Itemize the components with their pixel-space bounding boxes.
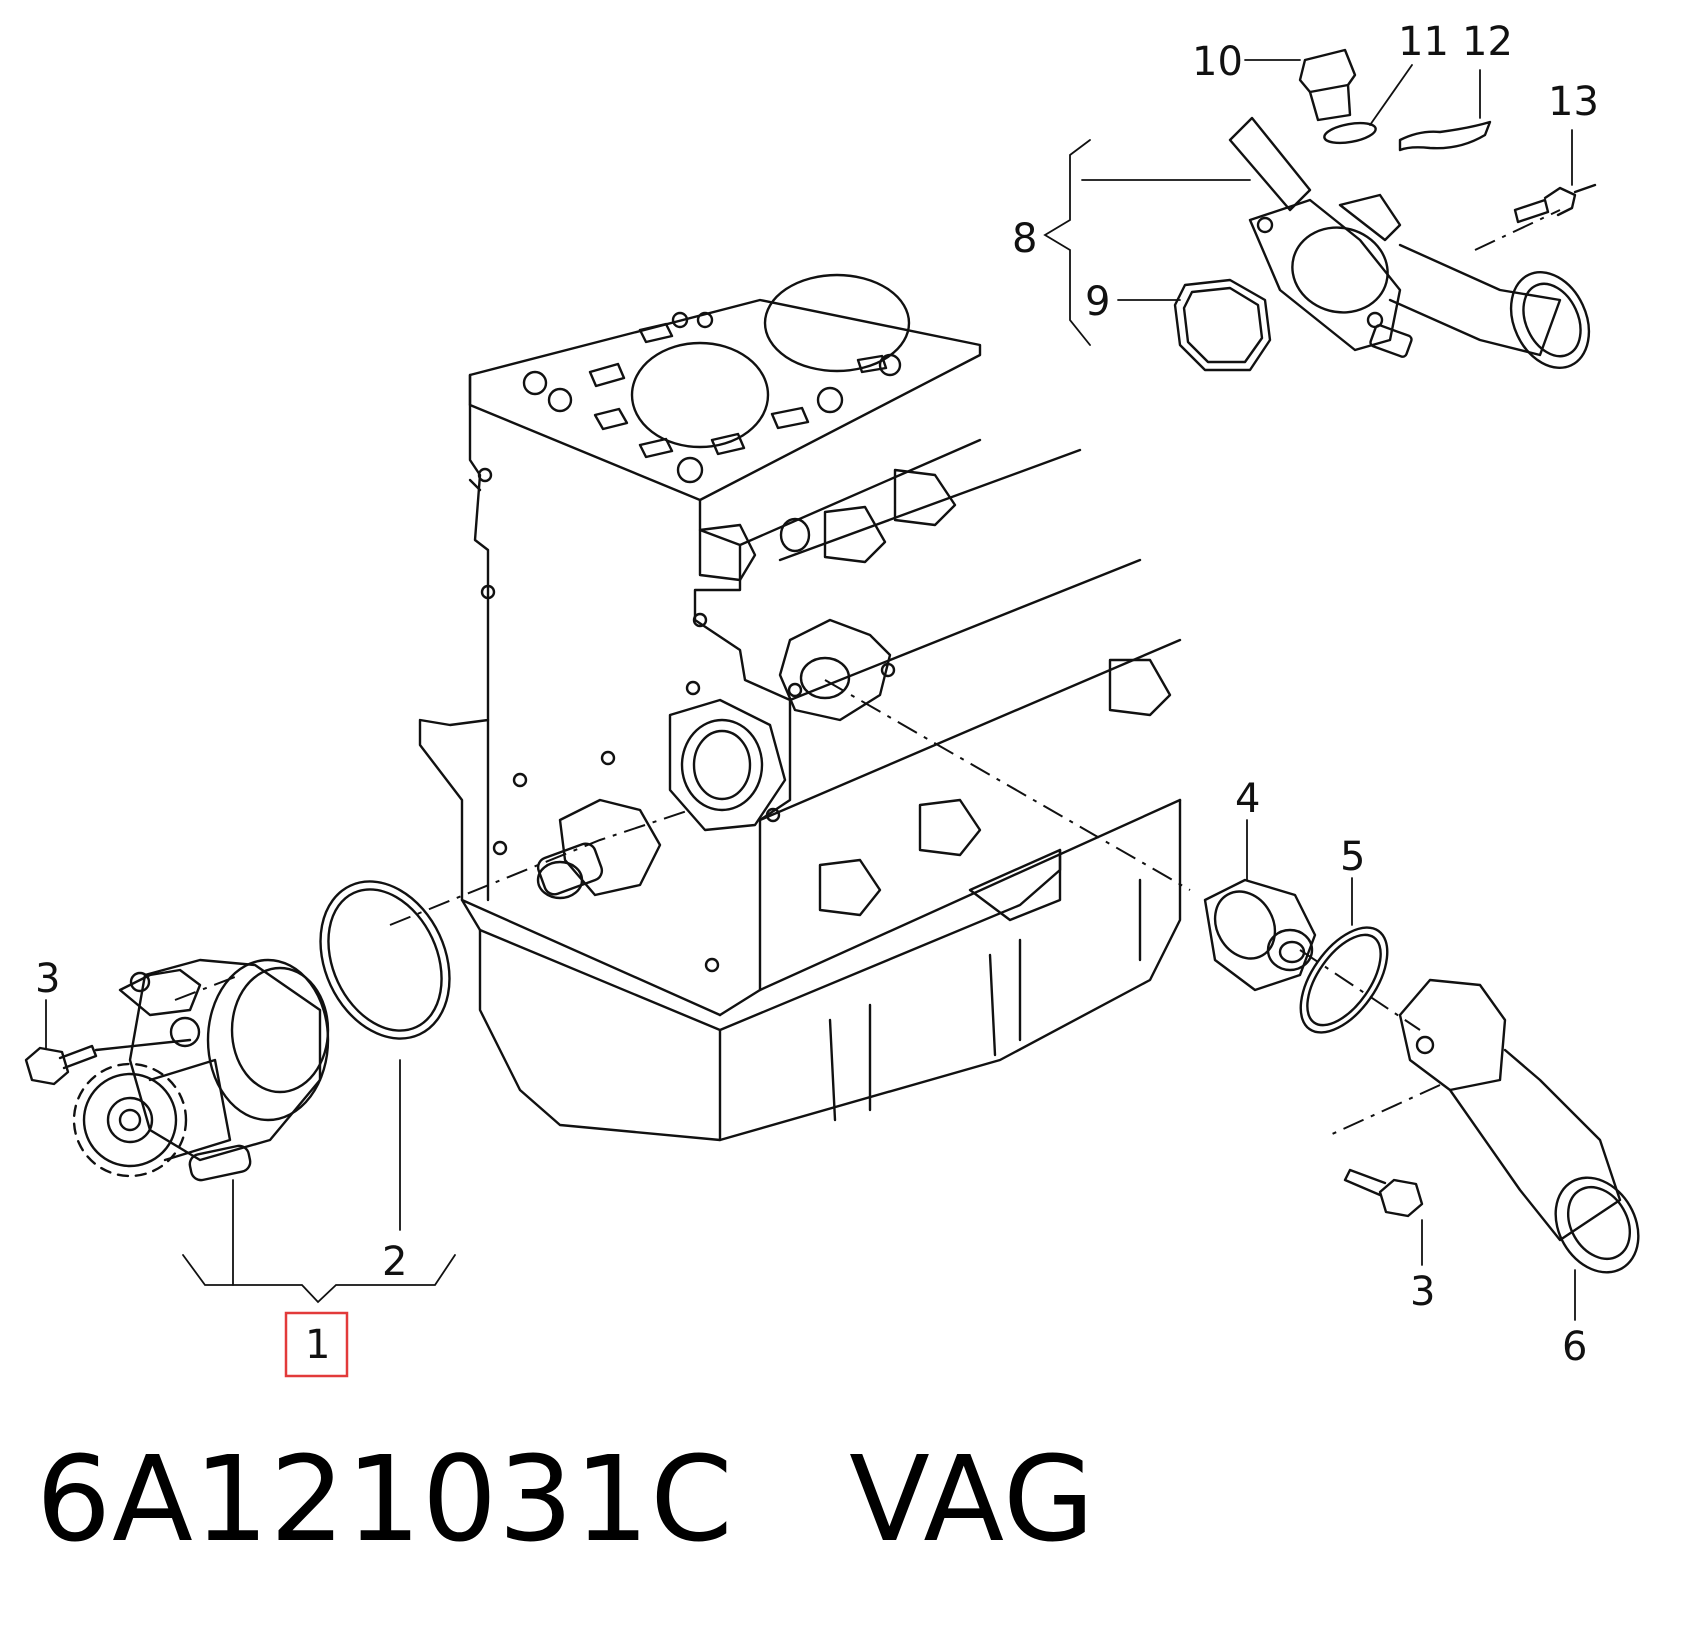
- callout-labels: 1 2 3 3 4 5 6 8 9 10 11 12 13: [35, 19, 1599, 1378]
- callout-10[interactable]: 10: [1192, 39, 1243, 85]
- water-pump: [72, 958, 330, 1182]
- temperature-sensor: [1298, 48, 1357, 122]
- upper-coolant-flange: [1228, 116, 1591, 370]
- flange-bolt: [1513, 183, 1597, 224]
- bolt-right: [1343, 1168, 1424, 1218]
- leader-lines: [45, 59, 1576, 1321]
- part-number-caption: 6A121031C VAG: [36, 1430, 1096, 1568]
- callout-3-right[interactable]: 3: [1410, 1269, 1435, 1315]
- retaining-clip: [1398, 120, 1492, 152]
- bolt-left: [24, 1038, 192, 1086]
- sensor-seal: [1323, 121, 1377, 145]
- callout-8[interactable]: 8: [1012, 216, 1037, 262]
- callout-6[interactable]: 6: [1562, 1324, 1587, 1370]
- callout-2[interactable]: 2: [382, 1239, 407, 1285]
- callout-3-left[interactable]: 3: [35, 956, 60, 1002]
- callout-4[interactable]: 4: [1235, 776, 1260, 822]
- callout-5[interactable]: 5: [1340, 834, 1365, 880]
- pump-sprocket: [72, 1058, 232, 1178]
- coolant-flange-outlet: [1398, 978, 1640, 1274]
- callout-11[interactable]: 11: [1398, 19, 1449, 65]
- callout-1[interactable]: 1: [305, 1322, 330, 1368]
- callout-12[interactable]: 12: [1462, 19, 1513, 65]
- callout-9[interactable]: 9: [1085, 279, 1110, 325]
- thermostat: [1203, 878, 1317, 992]
- assembly-lines: [174, 209, 1561, 1136]
- engine-block: [418, 273, 1182, 1142]
- callout-13[interactable]: 13: [1548, 79, 1599, 125]
- pump-gasket: [319, 880, 451, 1040]
- highlight-box: [284, 1311, 349, 1378]
- flange-gasket: [1173, 278, 1272, 372]
